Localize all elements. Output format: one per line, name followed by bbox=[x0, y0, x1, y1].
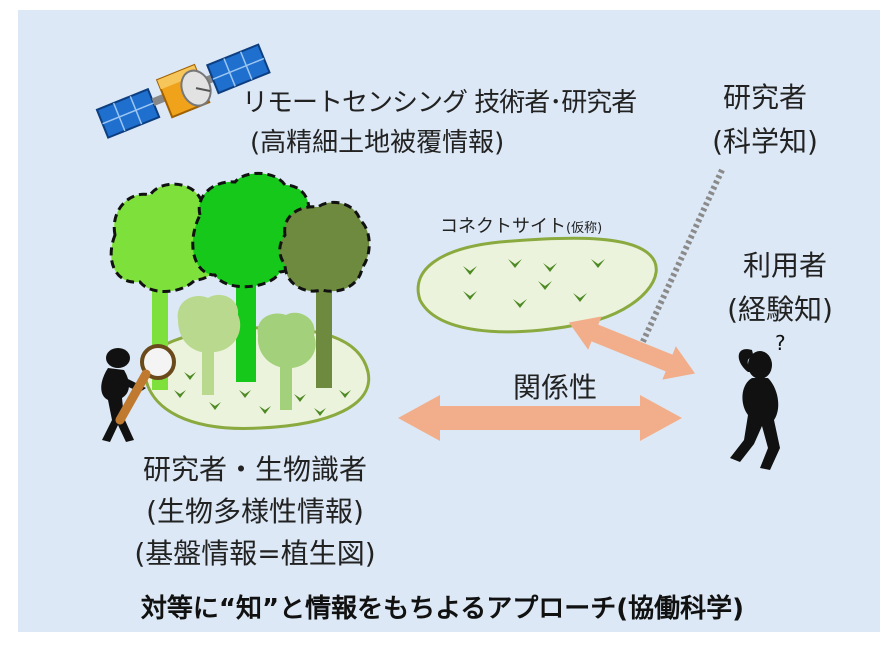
researcher-label: 研究者 bbox=[722, 81, 807, 114]
grass-sprout-icon bbox=[463, 259, 605, 308]
bio-sublabel-biodiversity: (生物多様性情報) bbox=[146, 495, 364, 528]
thinking-person-icon: ? bbox=[730, 331, 786, 470]
tree-small-pale-left bbox=[177, 294, 241, 395]
researcher-sublabel: (科学知) bbox=[712, 125, 818, 158]
bio-label: 研究者・生物識者 bbox=[142, 453, 367, 486]
tree-trunk-bright bbox=[236, 270, 256, 382]
bottom-caption: 対等に“知”と情報をもちよるアプローチ(協働科学) bbox=[140, 594, 745, 624]
forest-field bbox=[143, 326, 371, 430]
satellite-label: リモートセンシング 技術者･研究者 bbox=[242, 88, 637, 118]
relationship-label: 関係性 bbox=[512, 371, 597, 404]
magnifier-person-icon bbox=[101, 344, 176, 442]
satellite-icon bbox=[95, 43, 271, 139]
user-sublabel: (経験知) bbox=[727, 293, 833, 326]
satellite-sublabel: (高精細土地被覆情報) bbox=[250, 128, 505, 158]
connect-site-note: (仮称) bbox=[566, 221, 603, 236]
tree-trunk-olive bbox=[316, 265, 332, 388]
site-user-arrow bbox=[568, 316, 696, 380]
tree-small-pale-right bbox=[257, 312, 316, 410]
user-label: 利用者 bbox=[742, 249, 827, 282]
relationship-arrow bbox=[398, 395, 682, 441]
connect-site-label: コネクトサイト(仮称) bbox=[440, 212, 602, 238]
researcher-link-line bbox=[637, 168, 725, 350]
connect-site-name: コネクトサイト bbox=[440, 216, 566, 237]
tree-crown-olive bbox=[278, 200, 371, 293]
forest-sprouts bbox=[174, 372, 351, 416]
connect-site-field bbox=[416, 236, 658, 334]
svg-text:?: ? bbox=[775, 331, 786, 355]
bio-sublabel-vegetation: (基盤情報=植生図) bbox=[134, 537, 376, 570]
